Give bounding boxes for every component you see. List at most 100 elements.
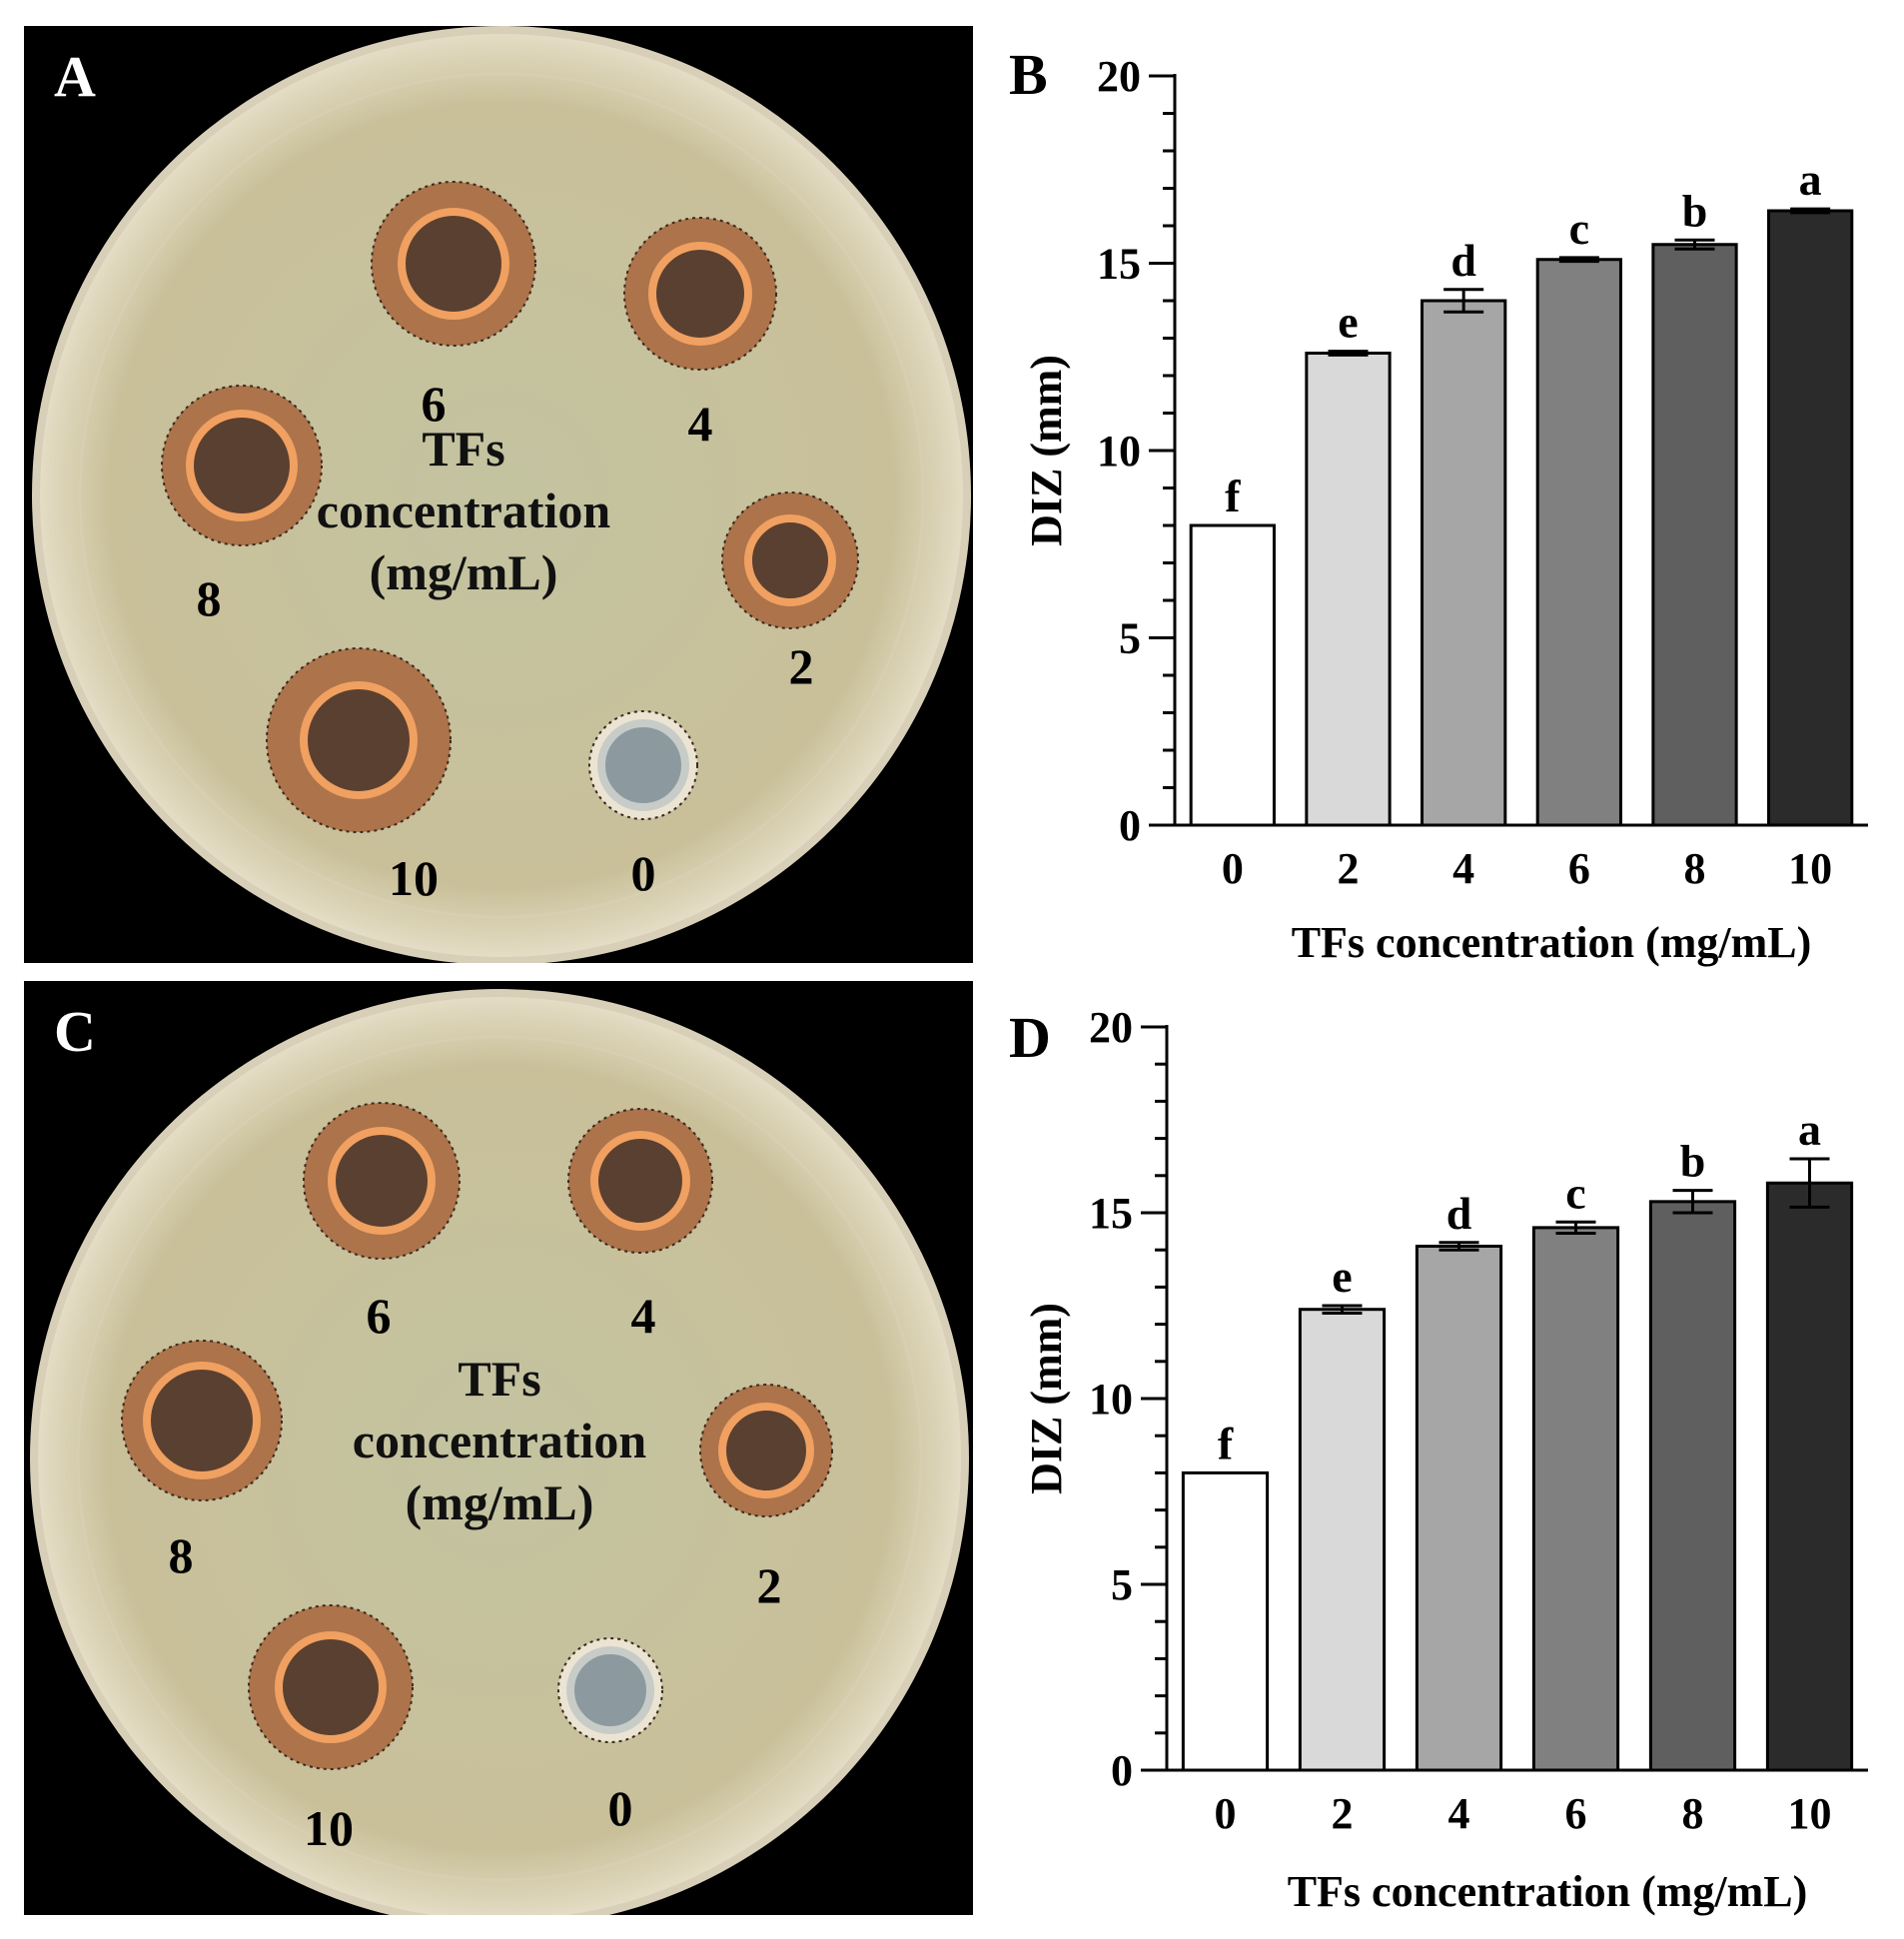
- bar-10: [1767, 209, 1854, 827]
- y-axis-label: DIZ (mm): [1022, 355, 1071, 546]
- center-text-line: concentration: [353, 1413, 647, 1468]
- x-tick-label: 8: [1682, 1789, 1704, 1838]
- panel-letter-b: B: [1009, 42, 1048, 107]
- bar-0: [1189, 523, 1276, 827]
- x-tick-label: 6: [1568, 844, 1590, 893]
- significance-letter: f: [1225, 471, 1241, 521]
- x-tick-label: 0: [1222, 844, 1244, 893]
- well-0: [588, 710, 698, 820]
- center-text-line: (mg/mL): [370, 544, 558, 600]
- x-axis-label: TFs concentration (mg/mL): [1288, 1867, 1808, 1916]
- well-hole: [398, 208, 509, 320]
- center-text-line: (mg/mL): [406, 1474, 594, 1530]
- x-tick-label: 8: [1684, 844, 1706, 893]
- well-label: 6: [367, 1288, 392, 1344]
- well-hole: [590, 1131, 690, 1231]
- significance-letter: b: [1680, 1136, 1706, 1187]
- x-axis-label: TFs concentration (mg/mL): [1292, 918, 1812, 967]
- well-4: [623, 217, 777, 371]
- well-hole: [300, 681, 418, 799]
- panel-letter-c: C: [54, 999, 96, 1064]
- bar-2: [1305, 352, 1392, 827]
- well-hole: [744, 514, 836, 606]
- x-tick-label: 0: [1215, 1789, 1237, 1838]
- significance-letter: e: [1338, 297, 1358, 348]
- zone-outline: [121, 1340, 283, 1501]
- significance-letter: e: [1332, 1251, 1352, 1302]
- dish-inner-ring: [78, 72, 925, 919]
- y-tick-label: 20: [1097, 52, 1141, 101]
- significance-letter: d: [1446, 1188, 1472, 1239]
- well-hole: [718, 1403, 814, 1498]
- x-tick-label: 10: [1788, 1789, 1832, 1838]
- well-6: [303, 1102, 461, 1260]
- well-hole: [328, 1127, 436, 1235]
- bar-8: [1651, 243, 1738, 827]
- y-tick-label: 10: [1097, 427, 1141, 476]
- well-hole: [275, 1631, 387, 1743]
- well-0: [557, 1637, 663, 1743]
- center-text-line: concentration: [317, 483, 611, 538]
- y-tick-label: 5: [1111, 1560, 1133, 1609]
- well-hole: [597, 719, 689, 811]
- bar-0: [1181, 1470, 1270, 1772]
- y-tick-label: 0: [1111, 1746, 1133, 1795]
- well-2: [721, 491, 859, 629]
- bar-2: [1298, 1308, 1387, 1772]
- y-tick-label: 20: [1089, 1003, 1133, 1052]
- zone-outline: [557, 1637, 663, 1743]
- well-label: 10: [304, 1800, 354, 1856]
- y-axis-label: DIZ (mm): [1022, 1303, 1071, 1494]
- well-hole: [566, 1646, 654, 1734]
- panel-letter-d: D: [1009, 1005, 1051, 1070]
- panel-letter-a: A: [54, 44, 96, 109]
- well-label: 4: [631, 1288, 656, 1344]
- significance-letter: a: [1798, 1104, 1821, 1155]
- well-label: 2: [757, 1557, 782, 1613]
- significance-letter: d: [1450, 235, 1476, 286]
- zone-outline: [699, 1384, 833, 1517]
- zone-outline: [623, 217, 777, 371]
- x-tick-label: 4: [1452, 844, 1474, 893]
- x-tick-label: 2: [1332, 1789, 1354, 1838]
- well-label: 2: [789, 638, 814, 694]
- zone-outline: [161, 385, 323, 546]
- zone-outline: [588, 710, 698, 820]
- bar-10: [1765, 1181, 1854, 1772]
- well-label: 8: [169, 1527, 194, 1583]
- zone-outline: [248, 1604, 414, 1770]
- x-tick-label: 2: [1338, 844, 1360, 893]
- well-label: 8: [197, 570, 222, 626]
- well-hole: [143, 1362, 261, 1479]
- dish-inner-ring: [76, 1035, 923, 1882]
- well-6: [371, 181, 536, 347]
- well-hole: [186, 410, 298, 521]
- center-text-line: TFs: [422, 421, 504, 477]
- bar-8: [1648, 1200, 1737, 1772]
- zone-outline: [567, 1108, 713, 1254]
- bar-4: [1415, 1244, 1503, 1772]
- significance-letter: b: [1682, 185, 1708, 236]
- significance-letter: a: [1799, 154, 1822, 205]
- well-label: 6: [422, 376, 447, 432]
- well-2: [699, 1384, 833, 1517]
- bar-6: [1535, 258, 1622, 827]
- significance-letter: c: [1565, 1167, 1585, 1218]
- y-tick-label: 15: [1089, 1189, 1133, 1238]
- y-tick-label: 10: [1089, 1375, 1133, 1424]
- significance-letter: f: [1218, 1418, 1234, 1468]
- well-label: 0: [608, 1780, 633, 1836]
- well-label: 4: [688, 396, 713, 452]
- well-hole: [648, 242, 752, 346]
- y-tick-label: 0: [1119, 801, 1141, 850]
- well-10: [266, 647, 452, 833]
- bar-6: [1531, 1226, 1620, 1772]
- bar-4: [1421, 299, 1507, 827]
